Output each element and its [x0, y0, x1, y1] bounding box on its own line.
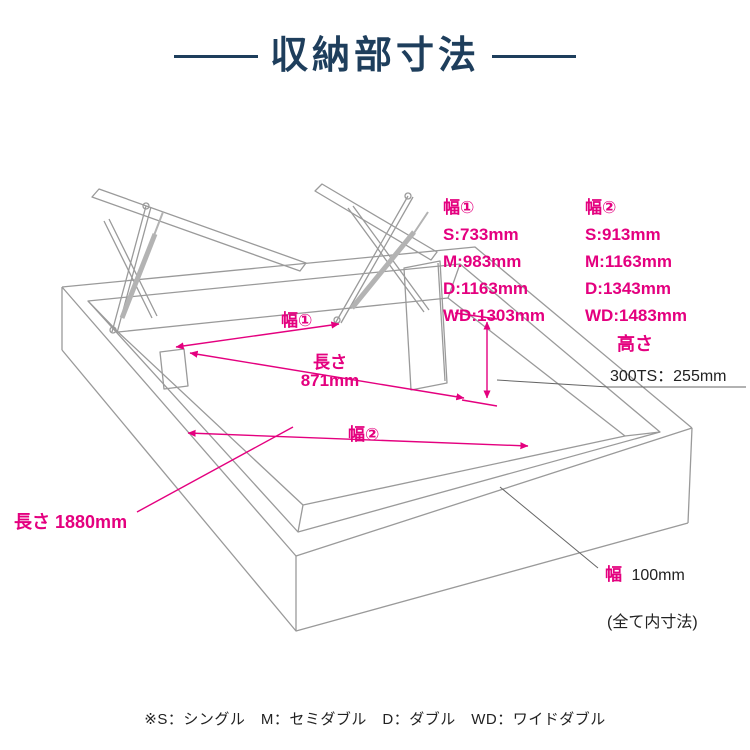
inner-dimensions-note: (全て内寸法): [607, 614, 698, 631]
page-title: 収納部寸法: [269, 35, 480, 77]
mechanism-panel: [403, 260, 448, 391]
width2-value-semidouble: M:1163mm: [585, 252, 672, 271]
gas-strut-cylinders: [119, 211, 429, 319]
size-legend-footnote: ※S：シングル M：セミダブル D：ダブル WD：ワイドダブル: [144, 711, 606, 728]
width1-value-widedouble: WD:1303mm: [443, 306, 546, 325]
total-length-label: 長さ: [14, 512, 50, 532]
floor-bracket: [159, 348, 189, 390]
title-dash-right: [492, 55, 576, 59]
height-label: 高さ: [617, 334, 653, 354]
width1-value-double: D:1163mm: [443, 279, 529, 298]
width1-arrow: [175, 321, 340, 350]
width1-value-semidouble: M:983mm: [443, 252, 522, 271]
rim-width-leader: [499, 486, 599, 569]
inner-length-value: 871mm: [300, 371, 360, 390]
bed-frame-drawing: [61, 183, 693, 632]
rim-width-annotation: 幅 100mm: [605, 560, 685, 585]
width2-arrow: [187, 429, 529, 450]
width2-value-single: S:913mm: [585, 225, 661, 244]
inner-width2-label: 幅②: [348, 425, 380, 444]
width1-label: 幅①: [443, 198, 475, 217]
width1-value-single: S:733mm: [443, 225, 519, 244]
title-dash-left: [173, 55, 258, 59]
height-value: 300TS：255mm: [610, 368, 727, 385]
width2-spec-block: 幅② S:913mm M:1163mm D:1343mm WD:1483mm: [585, 194, 687, 329]
dimension-arrows: [136, 312, 529, 513]
rim-width-label: 幅: [605, 565, 622, 584]
lift-arm-right: [333, 192, 430, 324]
total-length-annotation: 長さ 1880mm: [14, 508, 127, 534]
lid-edge-left: [91, 188, 307, 272]
inner-width1-label: 幅①: [281, 311, 313, 330]
total-length-value: 1880mm: [55, 512, 128, 532]
width1-spec-block: 幅① S:733mm M:983mm D:1163mm WD:1303mm: [443, 194, 545, 329]
height-extension-ticks: [454, 312, 498, 407]
leader-lines: [496, 379, 746, 569]
rim-width-value: 100mm: [631, 567, 685, 584]
height-value-leader: [496, 379, 746, 388]
lid-edge-right: [314, 183, 438, 261]
inner-length-arrow: [189, 350, 465, 401]
width2-value-double: D:1343mm: [585, 279, 671, 298]
total-length-leader: [136, 426, 294, 513]
lift-arm-left: [103, 202, 158, 334]
page-title-row: 収納部寸法: [0, 35, 750, 78]
width2-value-widedouble: WD:1483mm: [585, 306, 688, 325]
inner-length-label: 長さ: [313, 353, 347, 372]
width2-label: 幅②: [585, 198, 617, 217]
